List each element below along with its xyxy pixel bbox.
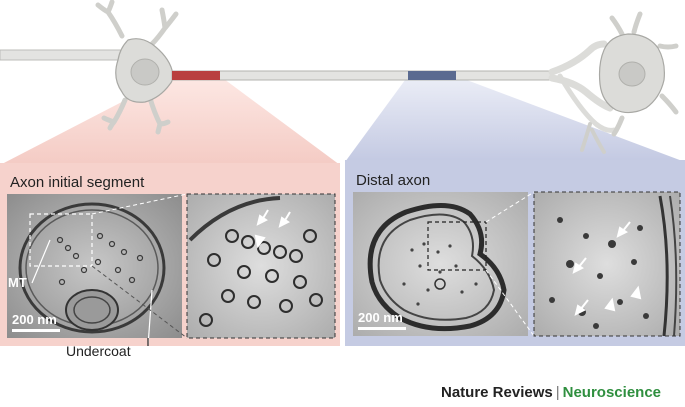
distal-scale-bar <box>358 327 406 330</box>
ais-micrograph-overview <box>7 194 182 338</box>
brand-separator: | <box>555 384 560 401</box>
axon <box>171 70 553 81</box>
distal-micrograph-zoom <box>485 191 681 337</box>
undercoat-label: Undercoat <box>66 343 131 359</box>
journal-subject: Neuroscience <box>562 384 662 401</box>
distal-zoom-funnel <box>345 76 685 162</box>
mt-label: MT <box>8 275 27 290</box>
ais-scale-bar <box>12 329 60 332</box>
axon-initial-segment-highlight <box>172 71 220 80</box>
mt-pointer <box>31 239 51 284</box>
distal-micrograph-overview <box>353 192 528 336</box>
ais-scale-label: 200 nm <box>12 312 57 327</box>
distal-axon-highlight <box>408 71 456 80</box>
right-nucleus <box>618 61 646 87</box>
left-nucleus <box>130 58 160 86</box>
undercoat-pointer <box>147 289 153 347</box>
ais-zoom-arrows <box>254 209 291 249</box>
incoming-axon <box>0 49 129 61</box>
distal-panel-title: Distal axon <box>356 172 430 189</box>
distal-zoom-arrows <box>572 221 642 316</box>
journal-name: Nature Reviews <box>441 384 553 401</box>
distal-scale-label: 200 nm <box>358 310 403 325</box>
journal-brand: Nature Reviews|Neuroscience <box>441 384 661 401</box>
ais-panel-title: Axon initial segment <box>10 174 145 191</box>
